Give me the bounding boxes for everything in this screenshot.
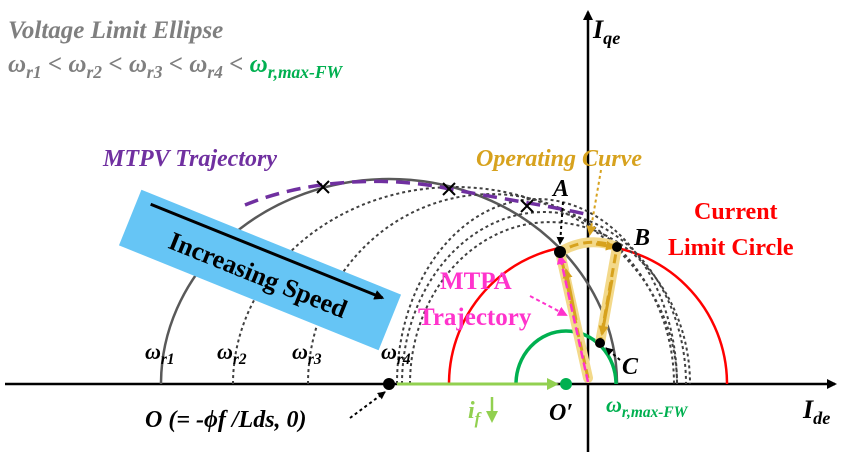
origin-label: O (= -ϕf /Lds, 0) bbox=[145, 407, 307, 433]
origin-prime-label: O′ bbox=[549, 400, 573, 426]
mtpa-trajectory bbox=[556, 254, 590, 383]
mtpv-markers bbox=[316, 180, 534, 213]
point-a-label: A bbox=[551, 176, 569, 202]
mtpa-pointer bbox=[529, 295, 568, 316]
title: Voltage Limit Ellipse bbox=[8, 17, 223, 44]
mtpv-trajectory bbox=[244, 179, 586, 216]
operating-arrow-start bbox=[562, 268, 578, 321]
operating-curve-label: Operating Curve bbox=[476, 146, 642, 172]
current-limit-label-2: Limit Circle bbox=[668, 235, 794, 261]
origin-pointer bbox=[349, 391, 386, 419]
voltage-ellipse-wr1 bbox=[159, 177, 619, 385]
point-c bbox=[595, 338, 605, 348]
operating-arrow-bc bbox=[598, 279, 614, 336]
current-limit-label-1: Current bbox=[694, 199, 778, 225]
operating-pointer bbox=[586, 169, 602, 236]
if-label: if bbox=[468, 398, 482, 428]
mtpa-label-2: Trajectory bbox=[418, 304, 532, 331]
voltage-ellipse-wr5 bbox=[401, 211, 687, 385]
point-a bbox=[554, 246, 566, 258]
point-origin bbox=[383, 378, 395, 390]
wr3-label: ωr3 bbox=[292, 339, 322, 368]
operating-arrow-ab bbox=[595, 240, 616, 251]
wr2-label: ωr2 bbox=[217, 339, 247, 368]
point-b bbox=[612, 242, 622, 252]
voltage-ellipse-wr6 bbox=[409, 221, 691, 385]
wmax-label: ωr,max-FW bbox=[606, 392, 689, 421]
point-b-label: B bbox=[633, 225, 650, 251]
max-speed-arc bbox=[514, 329, 618, 385]
y-axis-label: Iqe bbox=[592, 15, 620, 48]
mtpa-label-1: MTPA bbox=[440, 268, 512, 295]
point-origin-prime bbox=[560, 378, 572, 390]
x-axis-label: Ide bbox=[802, 395, 830, 428]
mtpv-label: MTPV Trajectory bbox=[102, 146, 277, 172]
wr1-label: ωr1 bbox=[145, 339, 175, 368]
point-c-label: C bbox=[622, 354, 639, 380]
speed-inequality: ωr1 < ωr2 < ωr3 < ωr4 < ωr,max-FW bbox=[8, 51, 344, 82]
wr4-label: ωr4 bbox=[381, 339, 411, 368]
a-pointer bbox=[556, 201, 565, 245]
